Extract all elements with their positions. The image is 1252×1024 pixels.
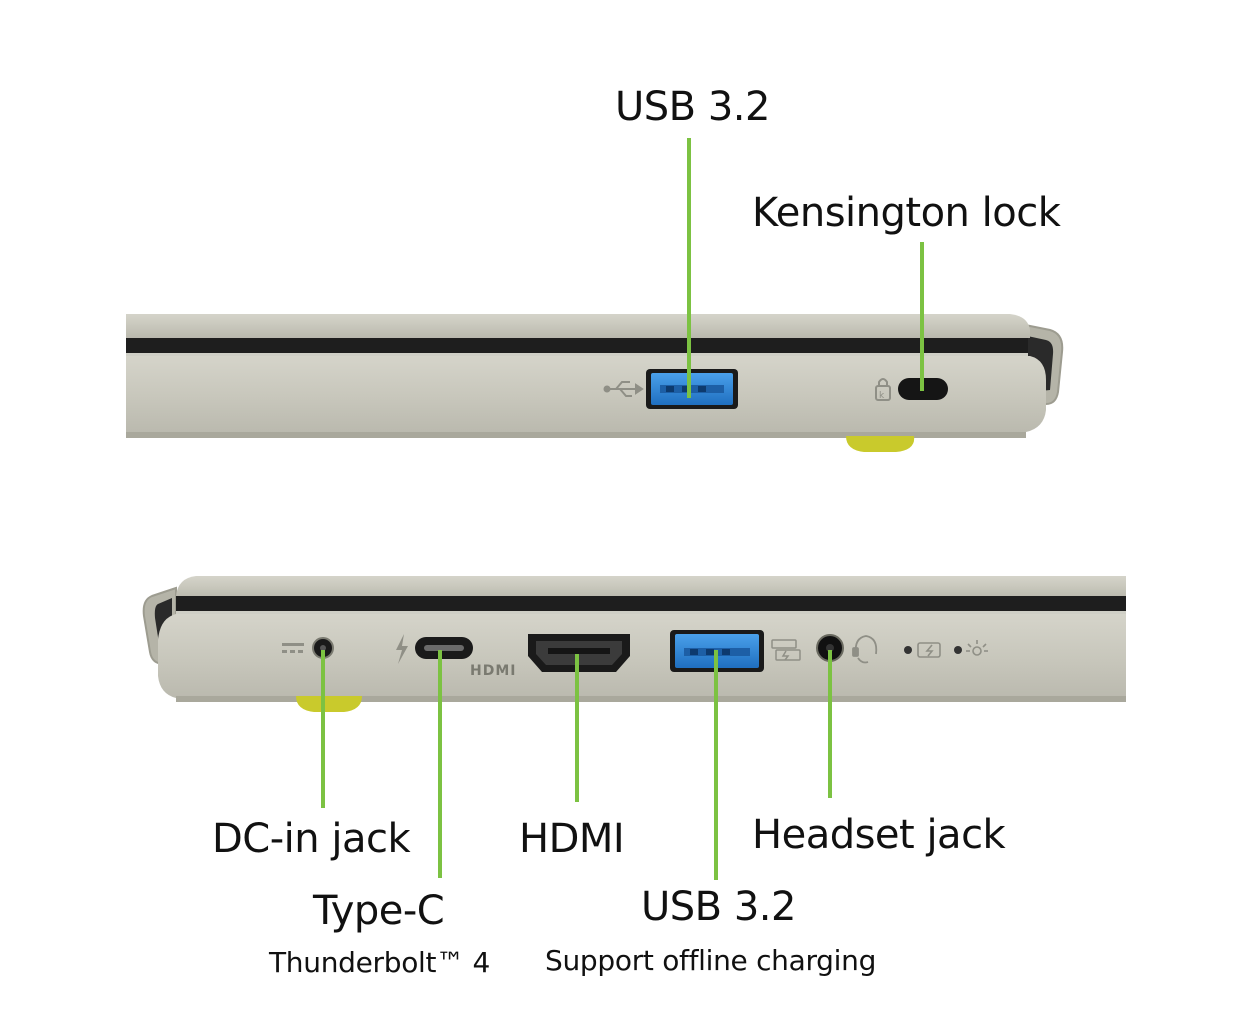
screen-bezel	[126, 338, 1028, 354]
lock-icon: k	[875, 378, 891, 401]
hdmi-logo: HDMI	[470, 663, 516, 679]
dc-power-icon	[282, 643, 304, 653]
base-left	[158, 614, 1126, 702]
right-side-view: k	[126, 314, 1064, 452]
label-hdmi: HDMI	[519, 816, 625, 862]
power-led-icon	[966, 640, 988, 656]
leader-lines	[321, 138, 924, 880]
left-side-view: HDMI	[142, 576, 1126, 712]
label-bottom-usb-sub: Support offline charging	[545, 944, 877, 977]
label-bottom-usb: USB 3.2	[641, 884, 796, 930]
usb-icon	[603, 381, 644, 397]
screen-bezel-left	[176, 596, 1126, 612]
lid-left	[176, 576, 1126, 598]
label-headset-jack: Headset jack	[752, 812, 1006, 858]
base	[126, 356, 1046, 436]
power-led	[954, 646, 962, 654]
label-top-usb: USB 3.2	[615, 84, 770, 130]
label-type-c-sub: Thunderbolt™ 4	[269, 946, 491, 979]
battery-led	[904, 646, 912, 654]
label-dc-in-jack: DC-in jack	[212, 816, 411, 862]
thunderbolt-icon	[396, 634, 408, 664]
battery-led-icon	[917, 642, 941, 658]
usb-charge-icon	[771, 639, 801, 661]
lid	[126, 314, 1030, 338]
rubber-foot-left	[296, 696, 362, 712]
label-type-c: Type-C	[313, 888, 445, 934]
svg-text:k: k	[879, 391, 885, 401]
headset-icon	[852, 635, 878, 664]
label-kensington-lock: Kensington lock	[752, 190, 1061, 236]
rubber-foot	[846, 436, 915, 452]
usb-port-right	[646, 369, 738, 409]
